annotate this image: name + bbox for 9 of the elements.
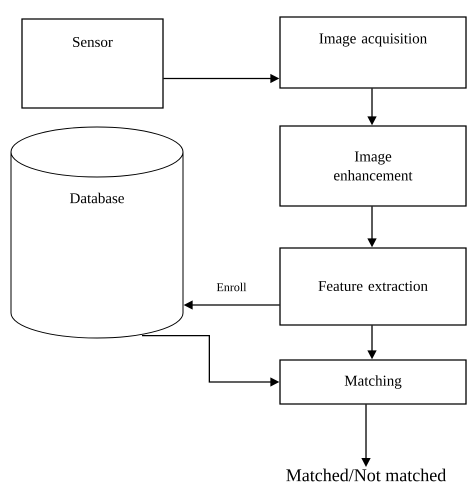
- process-box: Sensor: [21, 18, 164, 109]
- process-box: Feature extraction: [279, 247, 467, 326]
- process-box: Image enhancement: [279, 125, 467, 207]
- process-box: Matching: [279, 359, 467, 405]
- node-label: Database: [70, 192, 124, 204]
- process-box: Image acquisition: [279, 16, 467, 89]
- database-cylinder: Database: [10, 126, 184, 338]
- output-label: Matched/Not matched: [286, 468, 446, 482]
- edge-label: Enroll: [216, 282, 248, 292]
